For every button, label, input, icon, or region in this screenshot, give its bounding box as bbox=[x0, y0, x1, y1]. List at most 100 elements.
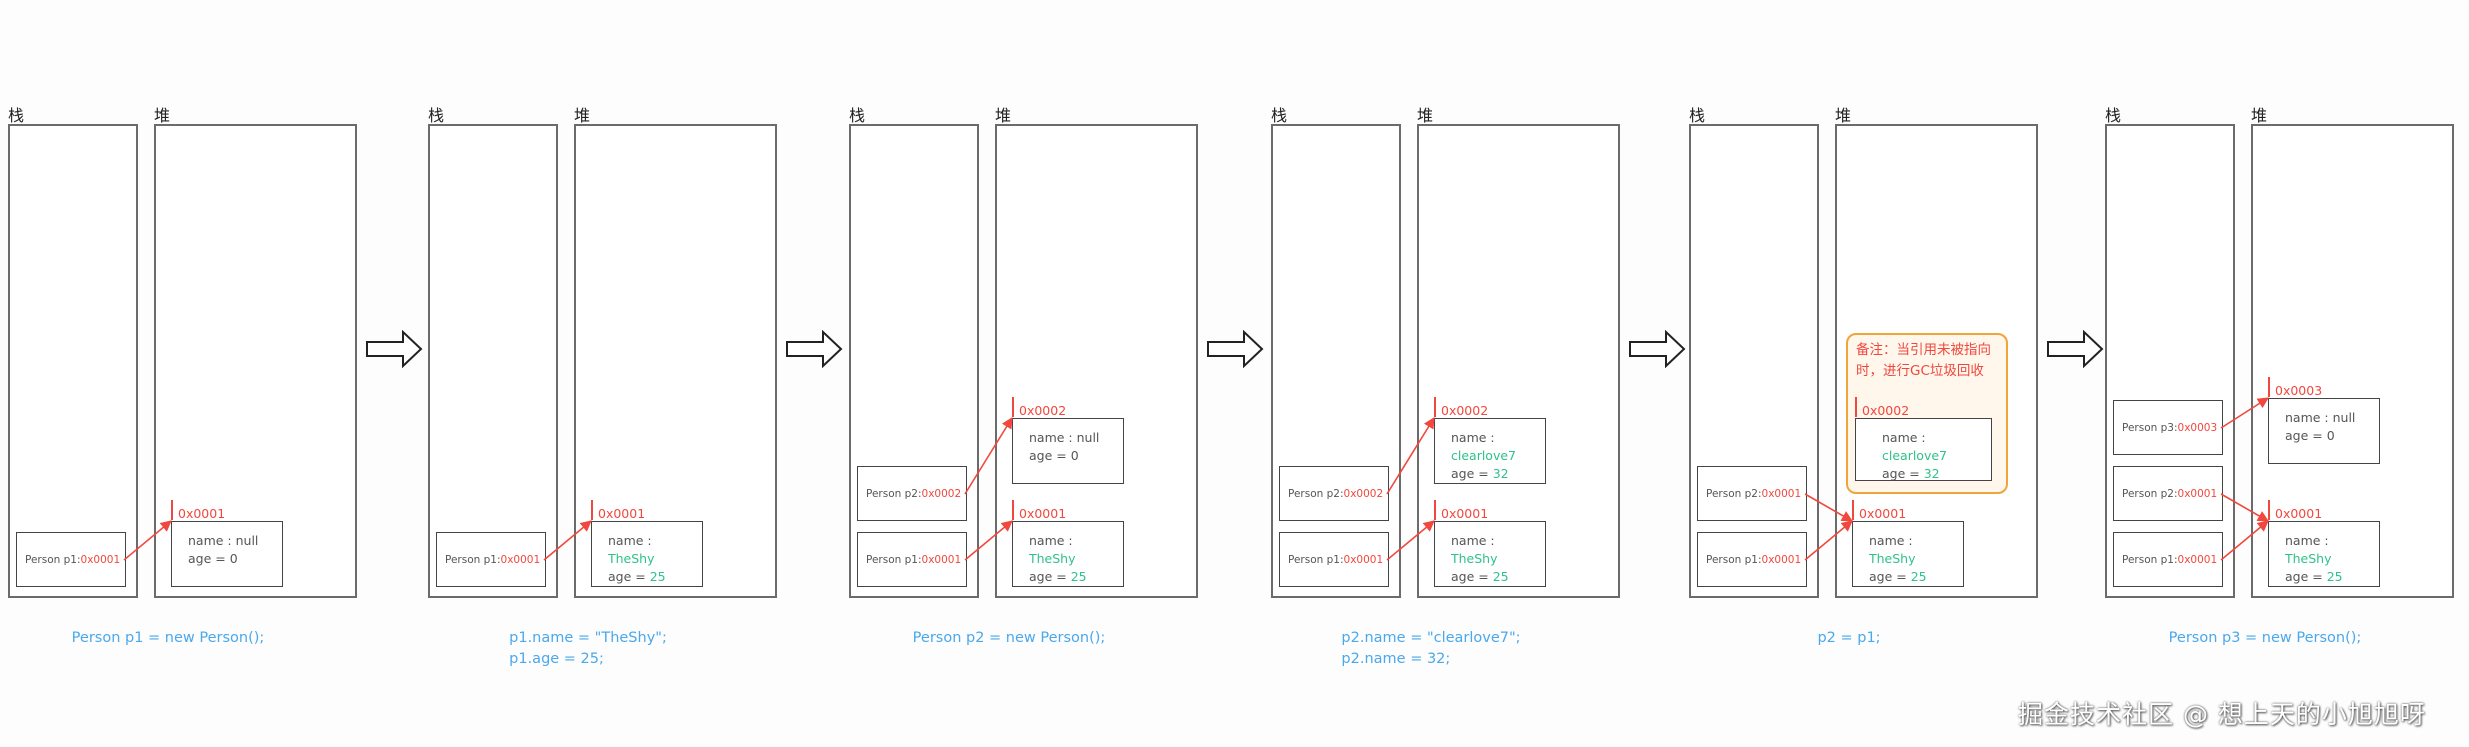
stack-variable: Person p1: 0x0001 bbox=[857, 532, 967, 587]
age-value: 25 bbox=[2326, 569, 2343, 584]
code-line: Person p2 = new Person(); bbox=[912, 630, 1106, 646]
variable-address: 0x0001 bbox=[80, 553, 121, 566]
age-label: age = bbox=[1451, 466, 1493, 481]
name-label: name : bbox=[188, 533, 236, 548]
age-field: age = 25 bbox=[1451, 568, 1545, 586]
stack-area bbox=[8, 124, 138, 598]
age-field: age = 0 bbox=[2285, 427, 2379, 445]
heap-address: 0x0002 bbox=[1012, 397, 1066, 417]
stack-area bbox=[428, 124, 558, 598]
heap-address: 0x0001 bbox=[591, 500, 645, 520]
age-value: 32 bbox=[1923, 466, 1940, 481]
stack-variable: Person p2: 0x0001 bbox=[2113, 466, 2223, 521]
age-field: age = 32 bbox=[1451, 465, 1545, 483]
name-value: TheShy bbox=[1029, 551, 1076, 566]
variable-label: Person p3: bbox=[2122, 421, 2178, 434]
name-value: null bbox=[2332, 410, 2356, 425]
next-step-arrow-icon bbox=[365, 329, 423, 372]
gc-note-text: 备注：当引用未被指向时，进行GC垃圾回收 bbox=[1856, 342, 1991, 379]
age-label: age = bbox=[188, 551, 230, 566]
age-field: age = 0 bbox=[188, 550, 282, 568]
name-value: null bbox=[235, 533, 259, 548]
next-step-arrow-icon bbox=[2046, 329, 2104, 372]
code-caption: Person p2 = new Person(); bbox=[889, 628, 1129, 649]
code-caption: Person p3 = new Person(); bbox=[2145, 628, 2385, 649]
watermark: 掘金技术社区 @ 想上天的小旭旭呀 bbox=[2018, 700, 2426, 729]
name-label: name : bbox=[1029, 533, 1073, 548]
code-line: p2.name = "clearlove7"; bbox=[1341, 630, 1521, 646]
stack-variable: Person p2: 0x0002 bbox=[1279, 466, 1389, 521]
heap-area bbox=[2251, 124, 2454, 598]
age-field: age = 32 bbox=[1882, 465, 1991, 483]
code-lines: Person p1 = new Person(); bbox=[72, 628, 265, 649]
name-label: name : bbox=[1882, 430, 1926, 445]
variable-label: Person p1: bbox=[1706, 553, 1762, 566]
name-field: name : null bbox=[1029, 429, 1123, 447]
heap-address: 0x0001 bbox=[2268, 500, 2322, 520]
heap-object: name : TheShy age = 25 bbox=[1012, 521, 1124, 587]
stack-variable: Person p1: 0x0001 bbox=[2113, 532, 2223, 587]
age-value: 0 bbox=[1070, 448, 1079, 463]
age-value: 25 bbox=[1492, 569, 1509, 584]
heap-object: name : null age = 0 bbox=[171, 521, 283, 587]
heap-area bbox=[154, 124, 357, 598]
code-lines: Person p3 = new Person(); bbox=[2169, 628, 2362, 649]
variable-address: 0x0002 bbox=[1343, 487, 1384, 500]
name-value: TheShy bbox=[2285, 551, 2332, 566]
name-label: name : bbox=[1451, 430, 1495, 445]
code-caption: p2.name = "clearlove7"; p2.name = 32; bbox=[1311, 628, 1551, 670]
code-lines: p2.name = "clearlove7"; p2.name = 32; bbox=[1341, 628, 1520, 670]
variable-label: Person p1: bbox=[25, 553, 81, 566]
name-label: name : bbox=[2285, 410, 2333, 425]
age-label: age = bbox=[2285, 569, 2327, 584]
age-field: age = 25 bbox=[1869, 568, 1963, 586]
code-line: p2.name = 32; bbox=[1341, 651, 1451, 667]
age-label: age = bbox=[1882, 466, 1924, 481]
age-label: age = bbox=[2285, 428, 2327, 443]
age-field: age = 25 bbox=[608, 568, 702, 586]
name-label: name : bbox=[1029, 430, 1077, 445]
variable-label: Person p1: bbox=[1288, 553, 1344, 566]
heap-object: name : null age = 0 bbox=[2268, 398, 2380, 464]
code-lines: p2 = p1; bbox=[1817, 628, 1880, 649]
heap-address: 0x0002 bbox=[1855, 397, 1909, 417]
name-label: name : bbox=[2285, 533, 2329, 548]
age-field: age = 25 bbox=[2285, 568, 2379, 586]
heap-label: 堆 bbox=[154, 106, 171, 125]
variable-address: 0x0001 bbox=[1761, 487, 1802, 500]
name-field: name : TheShy bbox=[2285, 532, 2379, 568]
age-label: age = bbox=[1029, 448, 1071, 463]
code-line: Person p3 = new Person(); bbox=[2168, 630, 2362, 646]
variable-address: 0x0003 bbox=[2177, 421, 2218, 434]
heap-label: 堆 bbox=[1835, 106, 1852, 125]
heap-address: 0x0003 bbox=[2268, 377, 2322, 397]
variable-address: 0x0001 bbox=[2177, 487, 2218, 500]
code-line: p1.name = "TheShy"; bbox=[509, 630, 667, 646]
age-value: 0 bbox=[2326, 428, 2335, 443]
heap-label: 堆 bbox=[995, 106, 1012, 125]
variable-label: Person p2: bbox=[1706, 487, 1762, 500]
name-field: name : TheShy bbox=[608, 532, 702, 568]
age-value: 25 bbox=[649, 569, 666, 584]
variable-address: 0x0001 bbox=[500, 553, 541, 566]
heap-label: 堆 bbox=[574, 106, 591, 125]
age-field: age = 0 bbox=[1029, 447, 1123, 465]
variable-address: 0x0002 bbox=[921, 487, 962, 500]
name-field: name : clearlove7 bbox=[1882, 429, 1991, 465]
name-value: TheShy bbox=[1869, 551, 1916, 566]
code-line: p1.age = 25; bbox=[509, 651, 604, 667]
stack-variable: Person p3: 0x0003 bbox=[2113, 400, 2223, 455]
variable-address: 0x0001 bbox=[1343, 553, 1384, 566]
age-label: age = bbox=[1451, 569, 1493, 584]
age-field: age = 25 bbox=[1029, 568, 1123, 586]
heap-address: 0x0002 bbox=[1434, 397, 1488, 417]
variable-label: Person p1: bbox=[445, 553, 501, 566]
